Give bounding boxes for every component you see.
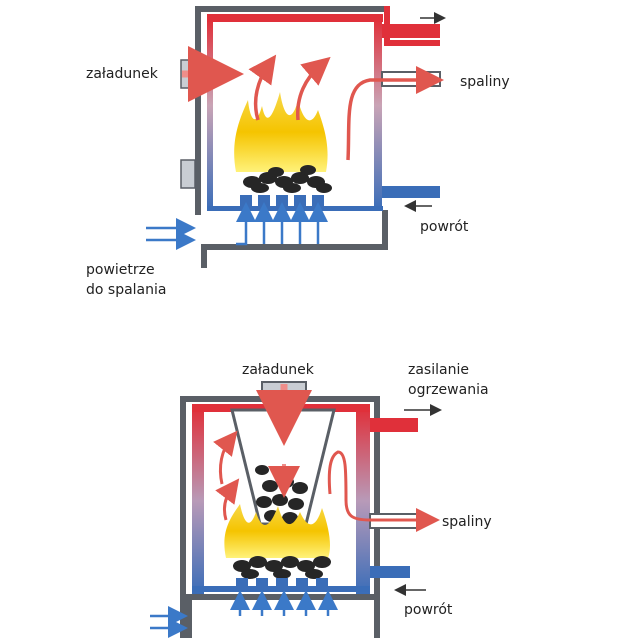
boiler-bottom-label-loading: załadunek xyxy=(242,362,315,378)
boiler-bottom-water-left xyxy=(192,408,204,594)
boiler-top-door-lower xyxy=(180,159,196,189)
boiler-top-coal xyxy=(243,165,332,193)
boiler-top-air-arrows xyxy=(236,202,328,246)
boiler-top-ash-box xyxy=(201,210,388,268)
boiler-top-label-air-1: powietrze xyxy=(86,262,155,278)
boiler-bottom-flame xyxy=(224,504,330,558)
boiler-bottom-ash-box xyxy=(186,594,374,638)
boiler-bottom-label-return: powrót xyxy=(404,602,453,618)
boiler-bottom-hot-gas-arrow-2 xyxy=(215,478,240,521)
boiler-bottom-grate xyxy=(236,578,328,588)
boiler-bottom-air-inlet-arrows xyxy=(150,606,188,638)
boiler-top-hot-gas-arrow-2 xyxy=(296,56,331,121)
boiler-bottom-label-supply-2: ogrzewania xyxy=(408,382,489,398)
boiler-bottom-coal-bed xyxy=(233,556,331,579)
boiler-top-label-air-2: do spalania xyxy=(86,282,166,298)
boiler-top-air-inlet-arrows xyxy=(146,218,196,250)
boiler-top-label-return: powrót xyxy=(420,219,469,235)
boiler-bottom: załadunek zasilanie ogrzewania spaliny p… xyxy=(150,362,492,638)
boiler-top-label-loading: załadunek xyxy=(86,66,159,82)
boiler-top-top-water xyxy=(207,14,383,22)
boiler-top: załadunek spaliny powrót powietrze do sp… xyxy=(86,6,510,298)
boiler-bottom-air-arrows xyxy=(230,590,338,616)
boiler-bottom-water-right xyxy=(356,408,370,594)
boiler-top-inner-chamber-right xyxy=(374,20,382,210)
boiler-top-inner-chamber-left xyxy=(207,20,213,210)
boiler-top-flame xyxy=(234,92,328,172)
boiler-top-supply-pipe xyxy=(382,24,440,38)
boiler-bottom-hot-gas-arrow-1 xyxy=(213,430,238,485)
boiler-bottom-supply-pipe xyxy=(370,418,418,432)
boiler-top-flue-gas-arrow xyxy=(346,66,444,161)
boiler-bottom-flue-gas-arrow xyxy=(327,450,440,532)
boiler-bottom-label-flue: spaliny xyxy=(442,514,492,530)
boiler-bottom-return-pipe xyxy=(370,566,410,578)
boiler-bottom-water-bottom xyxy=(192,586,370,592)
boiler-top-hot-gas-arrow-1 xyxy=(248,54,277,121)
boiler-top-return-pipe xyxy=(382,186,440,198)
boiler-bottom-label-supply-1: zasilanie xyxy=(408,362,469,378)
boiler-top-label-flue: spaliny xyxy=(460,74,510,90)
boiler-top-grate xyxy=(240,195,324,207)
